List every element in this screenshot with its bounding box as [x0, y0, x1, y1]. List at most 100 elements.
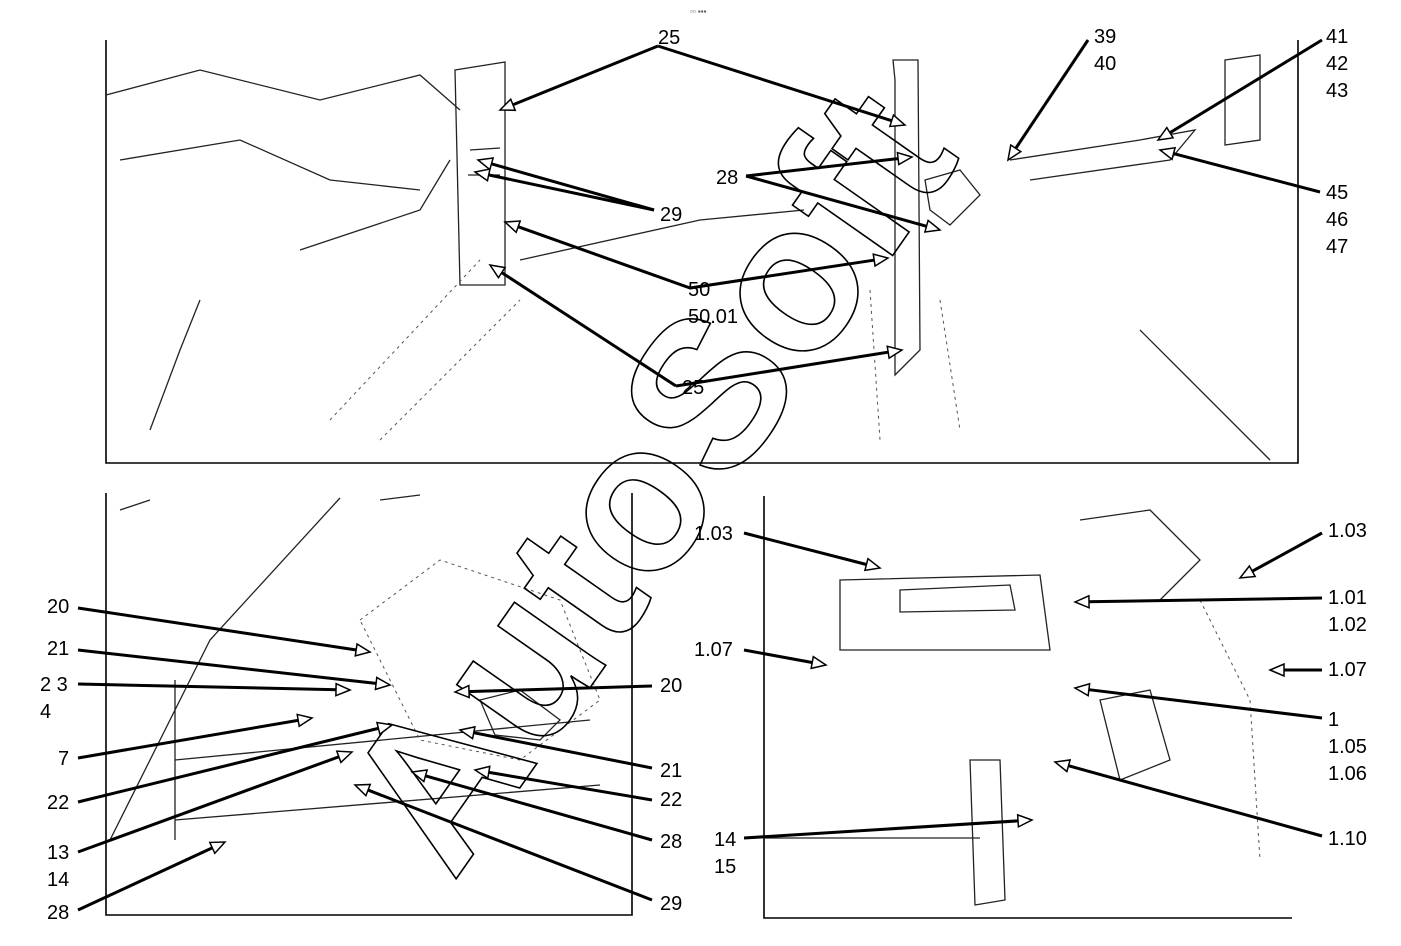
leader-line [743, 648, 815, 665]
callout-br-1: 11.051.06 [1073, 682, 1367, 785]
arrow-head-icon [354, 642, 372, 657]
leader-line [675, 350, 891, 388]
callout-label: 1.06 [1328, 763, 1367, 785]
arrow-head-icon [473, 168, 491, 183]
callout-label: 50.01 [688, 306, 738, 328]
callout-label: 21 [47, 638, 69, 660]
arrow-head-icon [923, 219, 942, 233]
arrow-head-icon [473, 765, 491, 780]
leader-line [77, 682, 339, 692]
callout-label: 1 [1328, 709, 1339, 731]
callout-bl-7: 7 [58, 713, 314, 770]
callout-label: 46 [1326, 209, 1348, 231]
callout-label: 25 [682, 377, 704, 399]
leader-line [77, 606, 359, 652]
callout-label: 28 [660, 831, 682, 853]
arrow-head-icon [476, 157, 495, 171]
callout-label: 22 [47, 792, 69, 814]
callout-tl-29: 29 [473, 157, 682, 226]
callout-label: 41 [1326, 26, 1348, 48]
watermark-text: AutoSoft [298, 48, 999, 909]
arrow-head-icon [498, 97, 517, 112]
leader-line [77, 754, 342, 854]
callout-label: 1.03 [694, 523, 733, 545]
callout-label: 25 [658, 27, 680, 49]
callout-br-107b: 1.07 [1268, 659, 1367, 681]
leader-line [745, 156, 901, 178]
callout-label: 1.07 [1328, 659, 1367, 681]
callout-label: 22 [660, 789, 682, 811]
callout-label: 29 [660, 893, 682, 915]
callout-label: 28 [47, 902, 69, 924]
arrow-head-icon [208, 841, 227, 855]
leader-line [489, 161, 655, 212]
arrow-head-icon [810, 655, 828, 670]
callout-label: 28 [716, 167, 738, 189]
leader-line [743, 819, 1021, 840]
arrow-head-icon [335, 750, 354, 764]
arrow-head-icon [886, 345, 904, 360]
arrow-head-icon [335, 682, 352, 697]
panel-top-right [804, 40, 1299, 464]
callout-br-103a: 1.03 [694, 523, 882, 572]
leader-line [77, 726, 381, 804]
leader-line [1249, 531, 1323, 574]
leader-line [515, 224, 691, 290]
callout-label: 1.03 [1328, 520, 1367, 542]
callout-bl-22a: 22 [47, 721, 394, 814]
leader-line [1086, 687, 1323, 720]
panel-bottom-left [105, 493, 633, 916]
callout-label: 40 [1094, 53, 1116, 75]
leader-line [499, 270, 677, 388]
leader-line [745, 174, 929, 229]
callout-label: 20 [47, 596, 69, 618]
callout-bl-28a: 28 [47, 841, 227, 924]
panel-bottom-right [763, 496, 1292, 919]
leader-line [1171, 151, 1321, 194]
callout-label: 1.10 [1328, 828, 1367, 850]
arrow-head-icon [1268, 662, 1285, 678]
callout-label: 45 [1326, 182, 1348, 204]
callout-label: 50 [688, 279, 710, 301]
watermark: AutoSoft [297, 47, 999, 909]
leader-line [423, 773, 653, 842]
callout-tl-50: 50 50.01 [503, 220, 890, 328]
arrow-head-icon [453, 684, 470, 699]
arrow-head-icon [458, 725, 476, 740]
callout-tl-25a: 25 [498, 27, 907, 128]
leader-line [77, 718, 301, 760]
leader-line [365, 787, 653, 902]
callout-label: 1.01 [1328, 587, 1367, 609]
callout-tr-28: 28 [716, 151, 942, 233]
callout-label: 14 [47, 869, 69, 891]
leader-line [77, 845, 215, 912]
callout-label: 42 [1326, 53, 1348, 75]
callout-bl-28b: 28 [410, 769, 682, 853]
callout-label: 43 [1326, 80, 1348, 102]
callout-label: 39 [1094, 26, 1116, 48]
arrow-head-icon [353, 783, 372, 797]
arrow-head-icon [1073, 594, 1090, 609]
callout-label: 1.02 [1328, 614, 1367, 636]
callout-br-110: 1.10 [1053, 759, 1367, 850]
arrow-head-icon [896, 151, 914, 166]
callout-label: 1.07 [694, 639, 733, 661]
callout-bl-23: 2 34 [40, 674, 352, 723]
arrow-head-icon [374, 676, 392, 691]
leader-line [471, 730, 653, 770]
leader-line [77, 648, 379, 686]
arrow-head-icon [296, 713, 314, 728]
arrow-head-icon [1006, 143, 1023, 162]
callout-label: 20 [660, 675, 682, 697]
header-mark: ▫▫ ▪▪▪ [690, 7, 707, 16]
leader-line [486, 173, 655, 212]
callout-bl-21b: 21 [458, 725, 682, 782]
arrow-head-icon [1016, 813, 1034, 829]
callout-label: 21 [660, 760, 682, 782]
callout-label: 13 [47, 842, 69, 864]
